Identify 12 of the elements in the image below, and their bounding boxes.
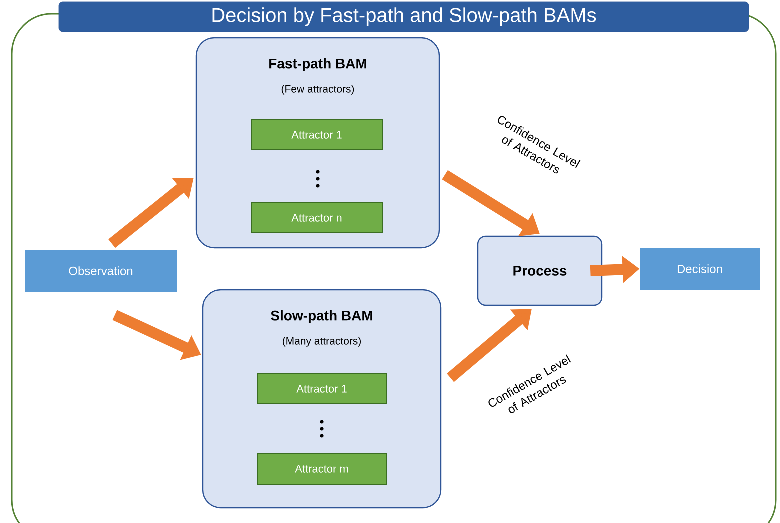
attractor-box: Attractor 1 [257, 374, 387, 404]
title-banner: Decision by Fast-path and Slow-path BAMs [58, 2, 750, 32]
panel-subtitle: (Few attractors) [282, 85, 354, 95]
io-box: Observation [25, 250, 177, 292]
panel-subtitle: (Many attractors) [282, 337, 361, 347]
process-box: Process [477, 236, 603, 306]
panel-heading: Fast-path BAM [270, 58, 366, 72]
panel-heading: Slow-path BAM [271, 310, 372, 324]
attractor-box: Attractor 1 [251, 120, 383, 150]
io-box: Decision [640, 248, 760, 290]
attractor-box: Attractor n [251, 202, 383, 234]
attractor-box: Attractor m [257, 453, 387, 485]
